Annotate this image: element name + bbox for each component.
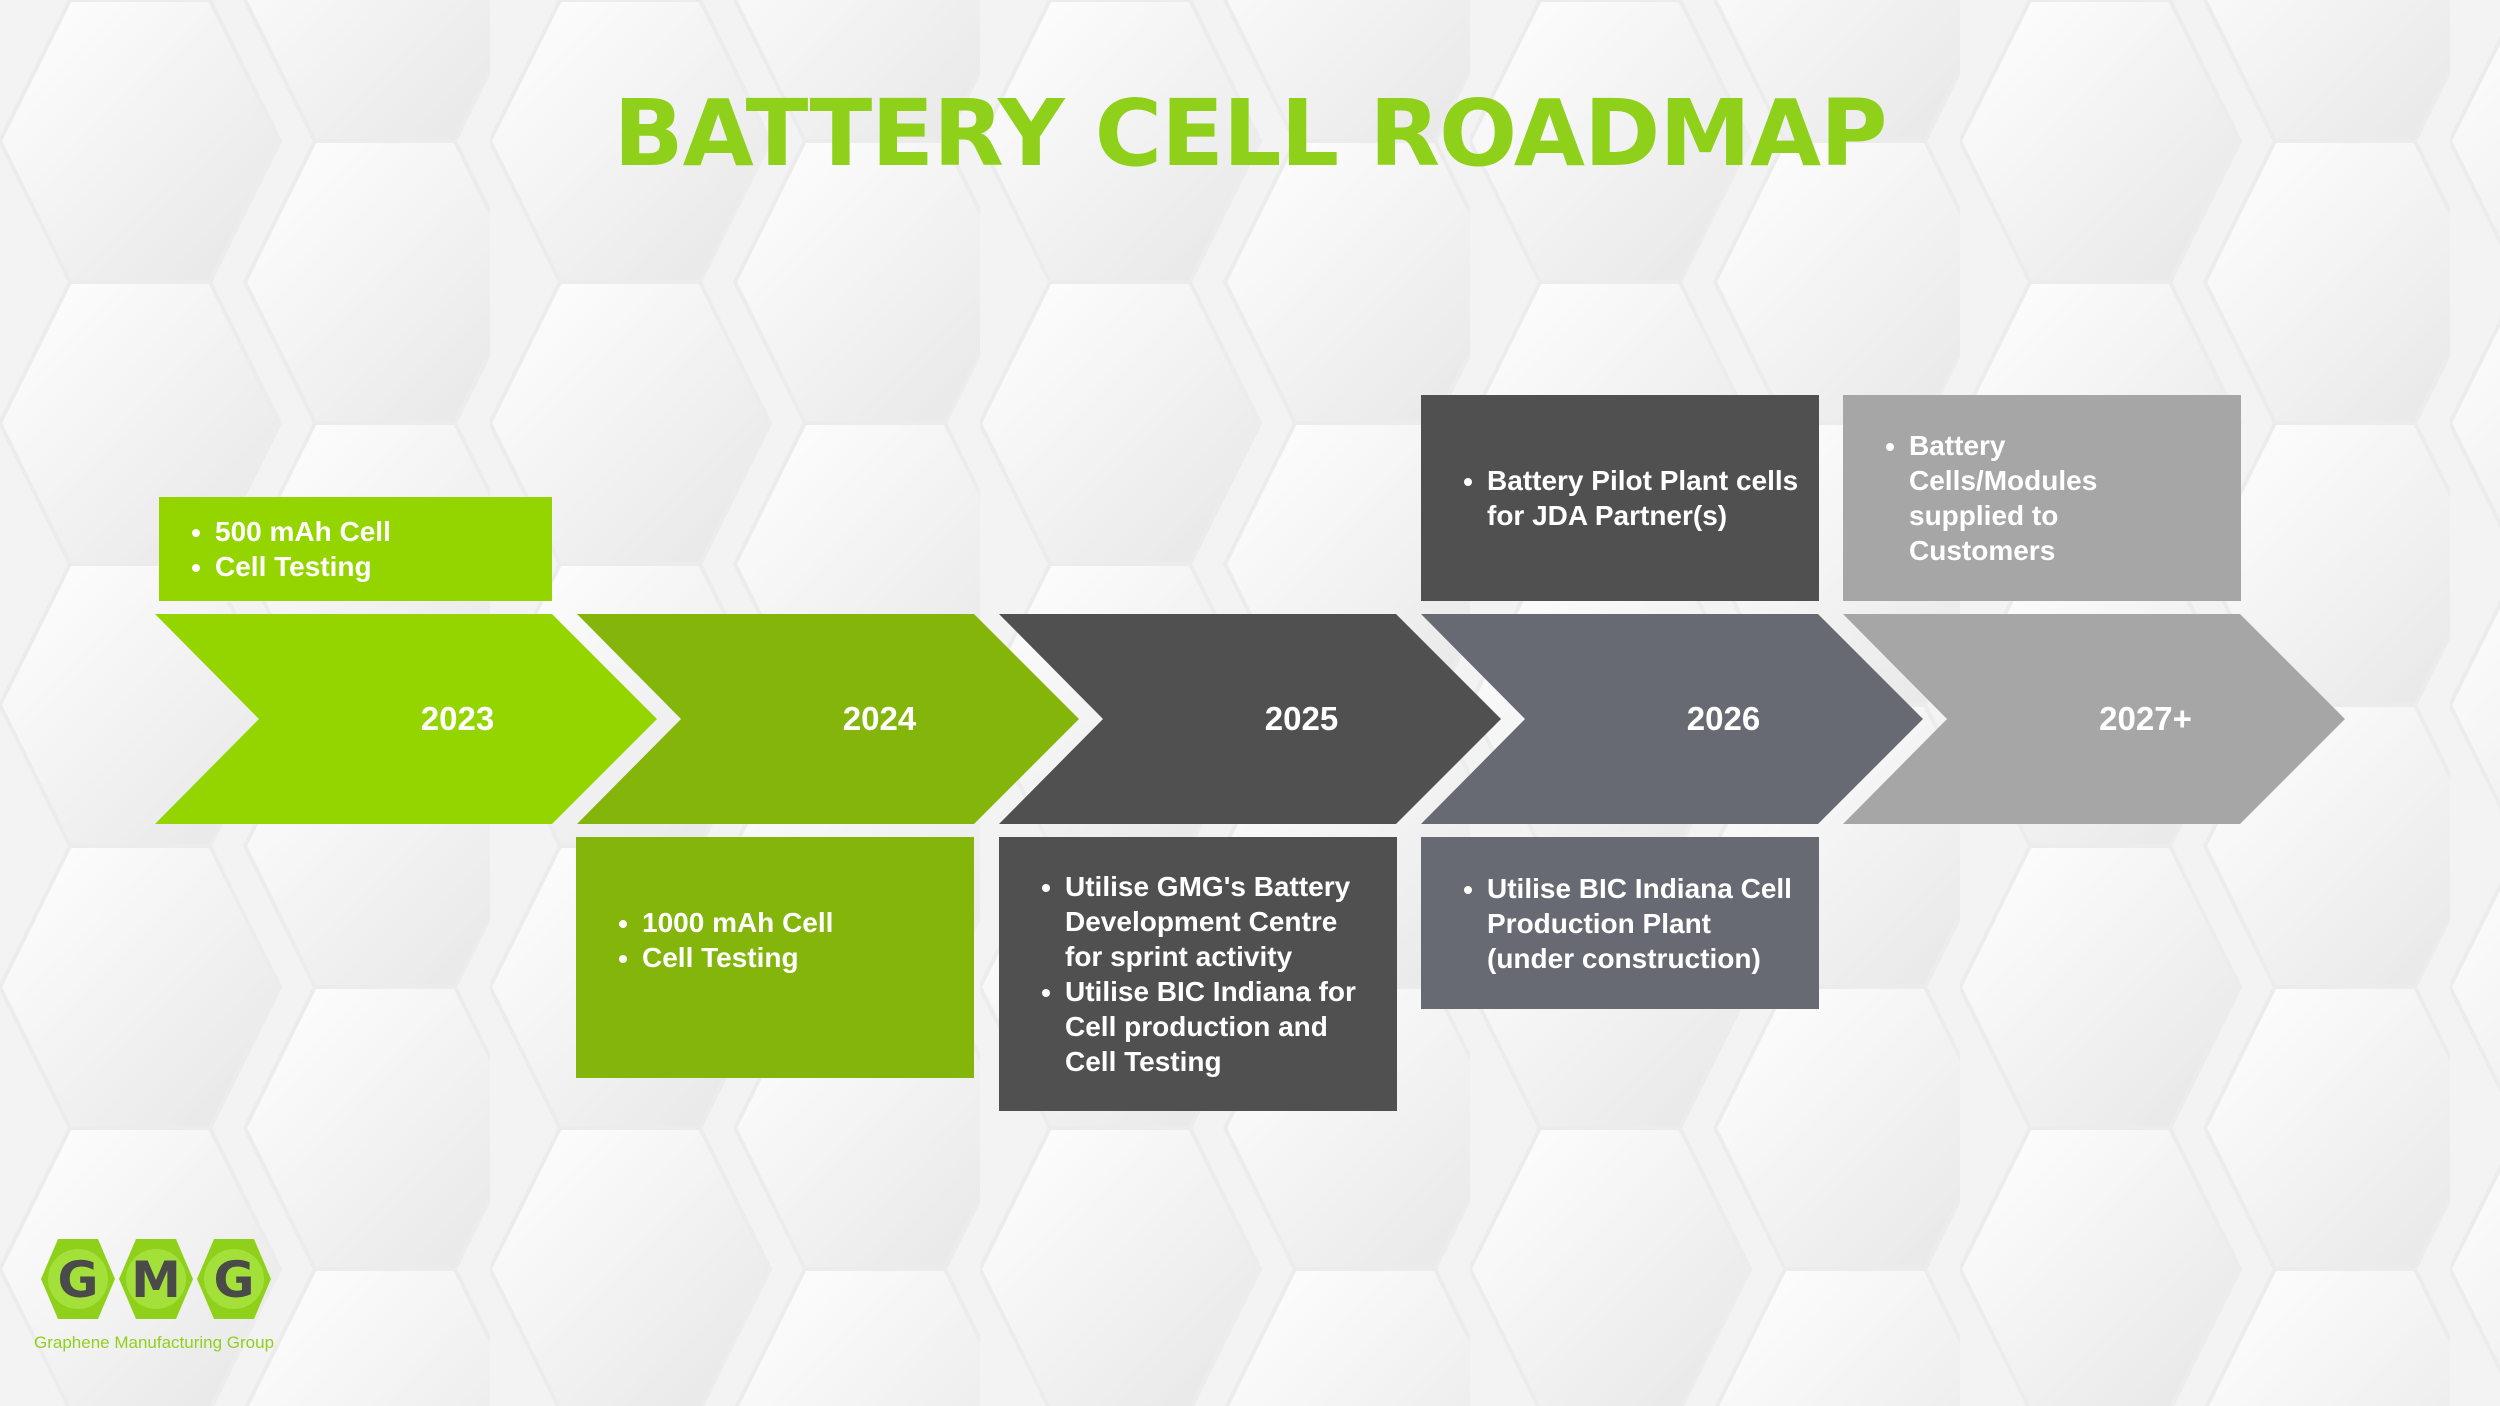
bullet: Battery Cells/Modules supplied to Custom… (1909, 428, 2151, 568)
bullet: Cell Testing (642, 940, 954, 975)
year-label: 2027+ (2099, 700, 2192, 737)
chevron-2025: 2025 (999, 614, 1501, 824)
chevron-2026: 2026 (1421, 614, 1923, 824)
box-2024-bottom: 1000 mAh Cell Cell Testing (576, 837, 974, 1078)
svg-text:G: G (213, 1251, 254, 1309)
chevron-2027: 2027+ (1843, 614, 2345, 824)
svg-text:G: G (57, 1251, 98, 1309)
box-2023-top: 500 mAh Cell Cell Testing (159, 497, 552, 601)
bullet: Battery Pilot Plant cells for JDA Partne… (1487, 463, 1799, 533)
company-name: Graphene Manufacturing Group (34, 1333, 275, 1352)
year-label: 2025 (1264, 700, 1339, 737)
box-2027-top: Battery Cells/Modules supplied to Custom… (1843, 395, 2241, 601)
bullet: 1000 mAh Cell (642, 905, 954, 940)
year-label: 2024 (842, 700, 917, 737)
svg-text:M: M (131, 1251, 181, 1309)
bullet: Cell Testing (215, 549, 532, 584)
box-2026-top: Battery Pilot Plant cells for JDA Partne… (1421, 395, 1819, 601)
bullet: 500 mAh Cell (215, 514, 532, 549)
chevron-2024: 2024 (577, 614, 1079, 824)
bullet: Utilise GMG's Battery Development Centre… (1065, 869, 1377, 974)
box-2025-bottom: Utilise GMG's Battery Development Centre… (999, 837, 1397, 1111)
page-title: BATTERY CELL ROADMAP (613, 80, 1887, 187)
box-2026-bottom: Utilise BIC Indiana Cell Production Plan… (1421, 837, 1819, 1009)
chevron-2023: 2023 (155, 614, 657, 824)
year-label: 2026 (1686, 700, 1761, 737)
bullet: Utilise BIC Indiana Cell Production Plan… (1487, 871, 1799, 976)
year-label: 2023 (420, 700, 495, 737)
bullet: Utilise BIC Indiana for Cell production … (1065, 974, 1377, 1079)
